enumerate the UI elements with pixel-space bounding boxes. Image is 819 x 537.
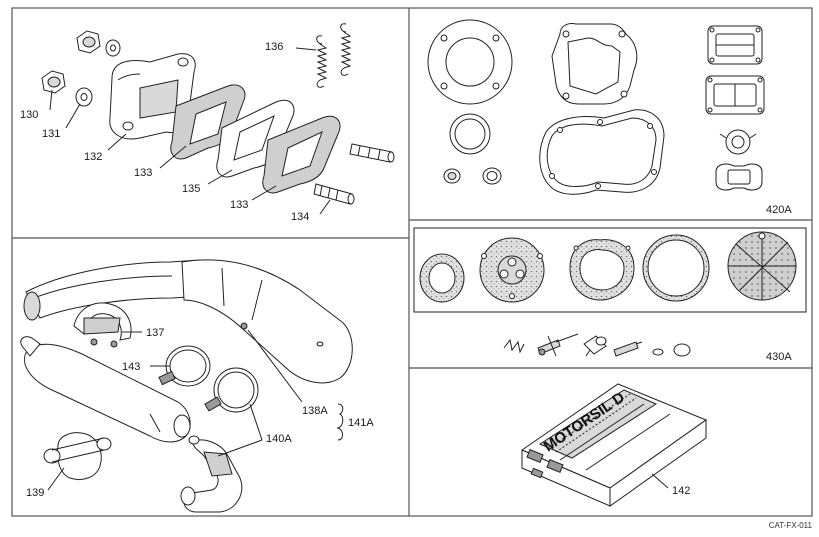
label-130: 130 [20, 109, 38, 121]
o-ring-small-a[interactable] [443, 168, 461, 184]
label-430a: 430A [766, 351, 792, 363]
exhaust-leaders [47, 329, 303, 491]
panel-engine: 130 131 132 133 135 133 134 136 [20, 23, 395, 223]
crankcase-gasket[interactable] [539, 109, 665, 195]
washer-131[interactable] [75, 87, 93, 107]
engine-leaders [49, 47, 331, 215]
label-140a: 140A [266, 433, 292, 445]
label-133-b: 133 [230, 199, 248, 211]
carb-spring[interactable] [503, 338, 525, 354]
label-131: 131 [42, 128, 60, 140]
clamp-137[interactable] [73, 302, 132, 348]
coupler-139[interactable] [43, 432, 112, 480]
carb-diaphragm-ring[interactable] [569, 239, 635, 301]
gasket-135[interactable] [216, 99, 295, 178]
expansion-chamber[interactable] [181, 259, 353, 384]
stud-upper[interactable] [349, 143, 395, 163]
gasket-133-a[interactable] [170, 84, 246, 160]
label-135: 135 [182, 183, 200, 195]
label-134: 134 [291, 211, 309, 223]
spring-136-a[interactable] [316, 35, 328, 88]
panel-exhaust: 137 143 138A 141A 140A 139 [20, 259, 374, 513]
gasket-133-b[interactable] [262, 115, 341, 194]
label-138a: 138A [302, 405, 328, 417]
carb-washer[interactable] [652, 348, 664, 356]
carb-ring-gasket[interactable] [419, 253, 465, 303]
exhaust-flange-gasket[interactable] [715, 163, 763, 191]
carb-needle-valve[interactable] [613, 341, 643, 357]
clamp-140a-a[interactable] [204, 367, 259, 413]
label-141a: 141A [348, 417, 374, 429]
label-420a: 420A [766, 204, 792, 216]
bracket-141a [336, 403, 344, 441]
panel-frames [11, 7, 813, 517]
washer-upper[interactable] [105, 39, 121, 57]
catalog-code: CAT-FX-011 [769, 521, 813, 530]
silencer[interactable] [20, 336, 191, 443]
cylinder-base-gasket[interactable] [551, 23, 638, 105]
label-143: 143 [122, 361, 140, 373]
carb-disc[interactable] [673, 343, 691, 357]
carb-thin-gasket[interactable] [642, 234, 710, 302]
head-gasket[interactable] [427, 19, 513, 105]
panel-gasket-kit: 420A [427, 19, 792, 216]
o-ring-small-b[interactable] [482, 167, 502, 185]
reed-gasket-b[interactable] [705, 75, 765, 115]
stud-134-lower[interactable] [313, 183, 355, 205]
carb-needle-assembly[interactable] [537, 333, 579, 357]
label-142: 142 [672, 485, 690, 497]
label-139: 139 [26, 487, 44, 499]
tail-pipe-140a[interactable] [180, 435, 243, 513]
circlip-gasket[interactable] [719, 129, 757, 155]
carb-fitting[interactable] [583, 335, 607, 357]
carb-mesh-diaphragm[interactable] [727, 231, 797, 301]
carb-diaphragm-plate[interactable] [479, 237, 545, 303]
panel-sealant: MOTORSIL D 142 [520, 383, 708, 507]
nut-upper[interactable] [76, 30, 101, 54]
panel-carb-kit: 430A [413, 227, 807, 363]
label-133-a: 133 [134, 167, 152, 179]
label-136: 136 [265, 41, 283, 53]
intake-manifold-132[interactable] [109, 53, 196, 140]
label-132: 132 [84, 151, 102, 163]
label-137: 137 [146, 327, 164, 339]
reed-gasket-a[interactable] [707, 25, 763, 65]
spring-136-b[interactable] [340, 23, 352, 76]
o-ring-large[interactable] [449, 113, 491, 155]
sealant-leader [651, 473, 669, 489]
nut-130[interactable] [41, 70, 66, 94]
